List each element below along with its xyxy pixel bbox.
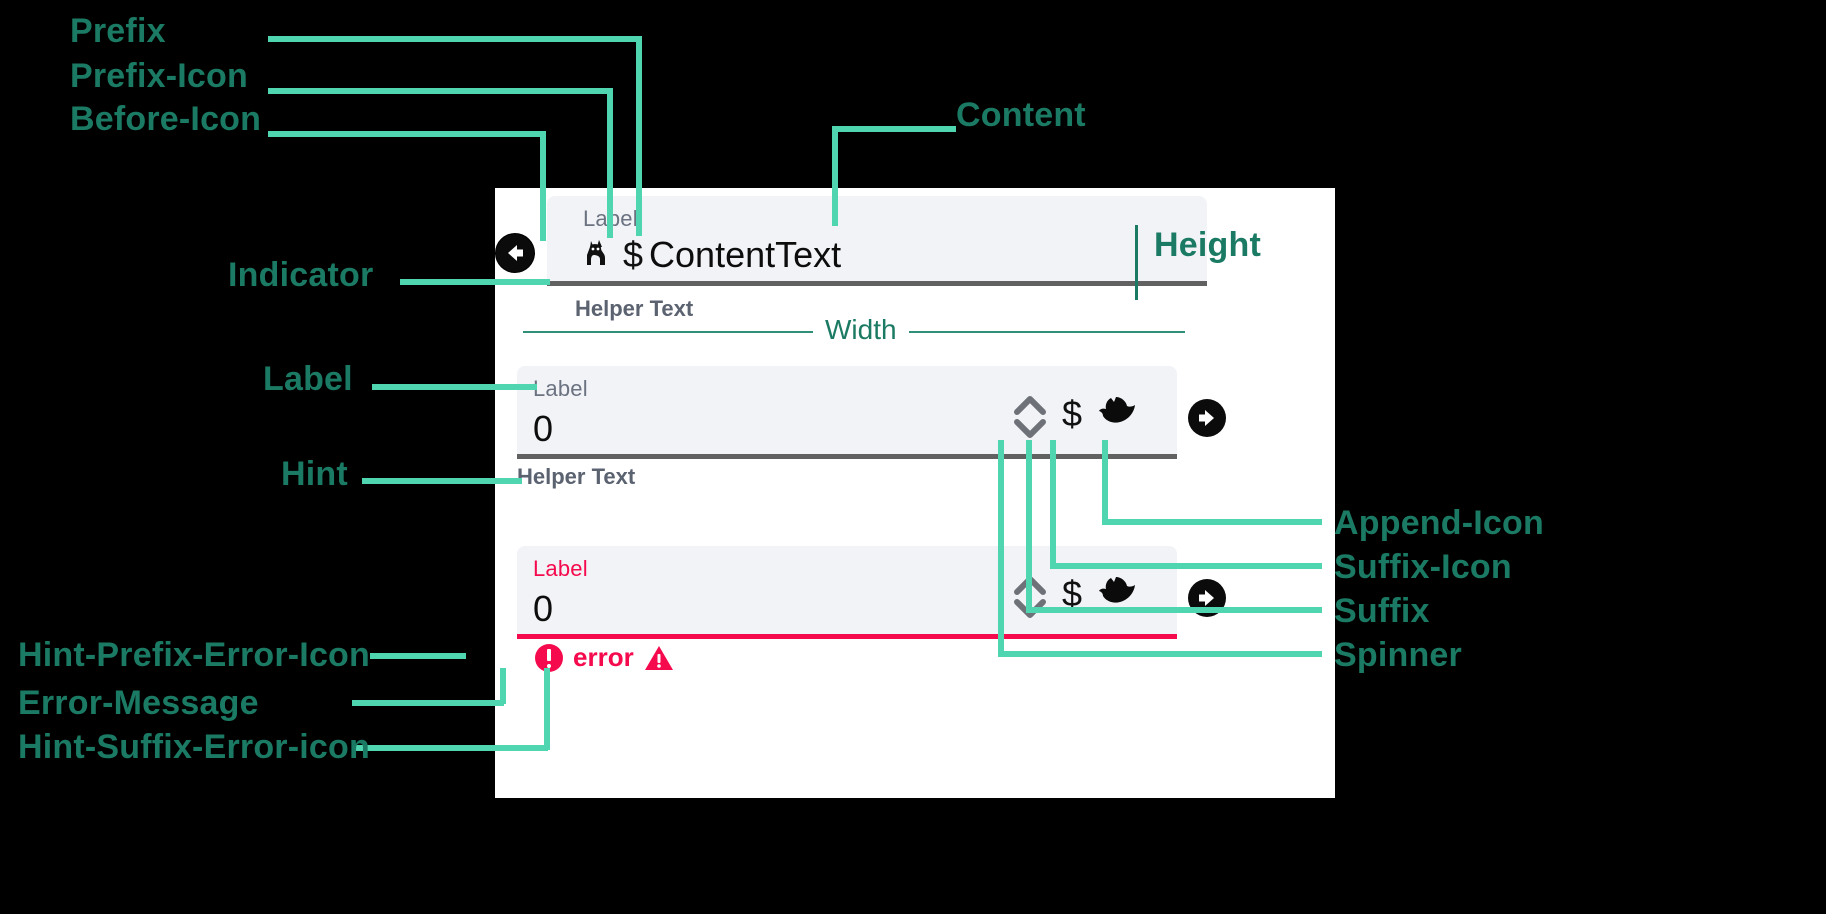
leader-spinner-h (998, 651, 1322, 657)
annotation-suffix-icon: Suffix-Icon (1334, 548, 1512, 586)
error-field-label: Label (533, 556, 588, 581)
text-field-content: ContentText (649, 234, 842, 275)
annotation-hint-prefix-error-icon: Hint-Prefix-Error-Icon (18, 636, 370, 674)
leader-prefix-icon-v (607, 88, 613, 238)
leader-before-icon-v (540, 131, 546, 241)
annotation-before-icon: Before-Icon (70, 100, 262, 138)
leader-suffix-icon-h (1050, 563, 1322, 569)
error-field[interactable]: Label 0 $ (517, 546, 1177, 639)
error-field-value: 0 (533, 588, 554, 629)
height-marker (1135, 225, 1138, 300)
leader-append-icon-v (1102, 440, 1108, 522)
cat-icon (583, 235, 617, 275)
error-field-suffix: $ (1062, 573, 1083, 614)
leader-error-message-v (500, 668, 506, 704)
text-field-prefix: $ (623, 234, 644, 275)
leader-hint-suffix-error-v (544, 668, 550, 750)
annotation-label: Label (263, 360, 353, 398)
leader-content-v (832, 126, 838, 226)
number-field-label: Label (533, 376, 588, 401)
leader-hint-suffix-error-h (352, 745, 548, 751)
leader-hint-h (362, 478, 522, 484)
leader-error-message-h (352, 700, 504, 706)
error-field-underline (517, 634, 1177, 639)
number-field-suffix: $ (1062, 393, 1083, 434)
preview-panel: Label $ ContentText Helper Text Wi (495, 188, 1335, 798)
text-field-helper: Helper Text (575, 296, 694, 321)
annotation-hint-suffix-error-icon: Hint-Suffix-Error-icon (18, 728, 370, 766)
leader-content-h (832, 126, 956, 132)
width-divider-right (895, 331, 1185, 333)
annotation-height: Height (1154, 226, 1261, 264)
leader-prefix-h (268, 36, 642, 42)
warning-triangle-icon (644, 644, 674, 672)
leader-suffix-v (1026, 440, 1032, 610)
leader-spinner-v (998, 440, 1004, 654)
leader-prefix-v (636, 36, 642, 236)
error-message: error (573, 642, 634, 672)
arrow-left-circle-icon[interactable] (495, 233, 535, 273)
annotation-suffix: Suffix (1334, 592, 1430, 630)
leader-before-icon-h (268, 131, 546, 137)
arrow-right-circle-icon[interactable] (1187, 578, 1227, 623)
annotation-spinner: Spinner (1334, 636, 1462, 674)
annotation-indicator: Indicator (228, 256, 374, 294)
annotation-hint: Hint (281, 455, 348, 493)
annotation-content: Content (956, 96, 1086, 134)
leader-append-icon-h (1102, 519, 1322, 525)
annotation-append-icon: Append-Icon (1334, 504, 1544, 542)
annotation-prefix-icon: Prefix-Icon (70, 57, 248, 95)
text-field[interactable]: Label $ ContentText (547, 196, 1207, 286)
error-circle-icon (535, 643, 563, 672)
leader-suffix-h (1026, 607, 1322, 613)
bird-icon (1097, 394, 1137, 432)
leader-label-h (372, 384, 537, 390)
leader-prefix-icon-h (268, 88, 613, 94)
number-field-value: 0 (533, 408, 554, 449)
annotation-prefix: Prefix (70, 12, 166, 50)
width-label: Width (813, 314, 909, 346)
number-field[interactable]: Label 0 $ (517, 366, 1177, 459)
leader-indicator-h (400, 279, 550, 285)
width-divider-left (523, 331, 813, 333)
leader-hint-prefix-error-h (370, 653, 466, 659)
leader-suffix-icon-v (1050, 440, 1056, 566)
text-field-underline (547, 281, 1207, 286)
spinner-up-down-icon[interactable] (1007, 386, 1053, 448)
error-message-row: error (535, 642, 674, 673)
number-field-underline (517, 454, 1177, 459)
bird-icon (1097, 574, 1137, 612)
annotation-error-message: Error-Message (18, 684, 259, 722)
text-field-content-row: $ ContentText (583, 234, 841, 276)
number-field-helper: Helper Text (517, 464, 636, 489)
arrow-right-circle-icon[interactable] (1187, 398, 1227, 443)
